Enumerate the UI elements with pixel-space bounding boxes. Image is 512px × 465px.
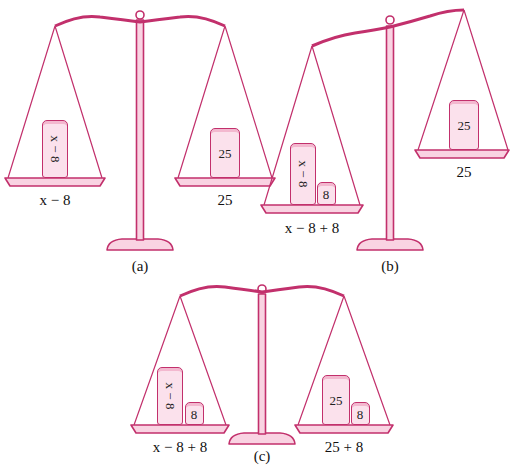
- balance-scale-c: [131, 285, 393, 444]
- weight: 8: [351, 402, 370, 425]
- weight: 8: [185, 402, 204, 425]
- weight-label: x − 8: [297, 161, 310, 188]
- scale-pole: [259, 294, 266, 434]
- pan-label: x − 8: [40, 193, 71, 208]
- weight-label: 8: [323, 187, 330, 200]
- weight: x − 8: [42, 120, 68, 178]
- panel-label: (c): [254, 448, 271, 463]
- scale-pan: [131, 425, 229, 433]
- pan-label: 25: [457, 165, 472, 180]
- panel-label: (b): [381, 259, 399, 274]
- weight-label: 25: [219, 147, 232, 160]
- weight: 25: [449, 100, 479, 150]
- scale-beam: [55, 16, 225, 26]
- pan-label: x − 8 + 8: [153, 440, 207, 455]
- weight-label: 25: [458, 119, 471, 132]
- pan-label: x − 8 + 8: [285, 221, 339, 236]
- balance-scale-a: [5, 11, 275, 250]
- weight: 25: [210, 128, 240, 178]
- scale-ring: [136, 11, 144, 19]
- weight-label: 8: [191, 407, 198, 420]
- weight: x − 8: [157, 367, 183, 425]
- scale-ring: [386, 16, 394, 24]
- weight-label: x − 8: [164, 383, 177, 410]
- scale-pan: [261, 205, 363, 213]
- weight-label: 25: [330, 394, 343, 407]
- scale-pole: [137, 20, 144, 240]
- scale-beam: [312, 10, 464, 46]
- weight: 25: [322, 375, 350, 425]
- pan-label: 25: [218, 193, 233, 208]
- panel-label: (a): [132, 259, 149, 274]
- pan-strings: [134, 296, 390, 425]
- pan-strings: [264, 10, 508, 205]
- scale-pan: [295, 425, 393, 433]
- pan-strings: [8, 26, 272, 178]
- scale-pan: [175, 178, 275, 186]
- scale-pole: [387, 26, 394, 240]
- scale-beam: [180, 286, 344, 296]
- scale-pan: [5, 178, 105, 186]
- balance-scale-b: [261, 10, 509, 250]
- weight-label: x − 8: [49, 136, 62, 163]
- scale-pan: [415, 150, 509, 158]
- weight: 8: [317, 182, 336, 205]
- weight-label: 8: [357, 407, 364, 420]
- weight: x − 8: [290, 143, 316, 205]
- pan-label: 25 + 8: [325, 440, 363, 455]
